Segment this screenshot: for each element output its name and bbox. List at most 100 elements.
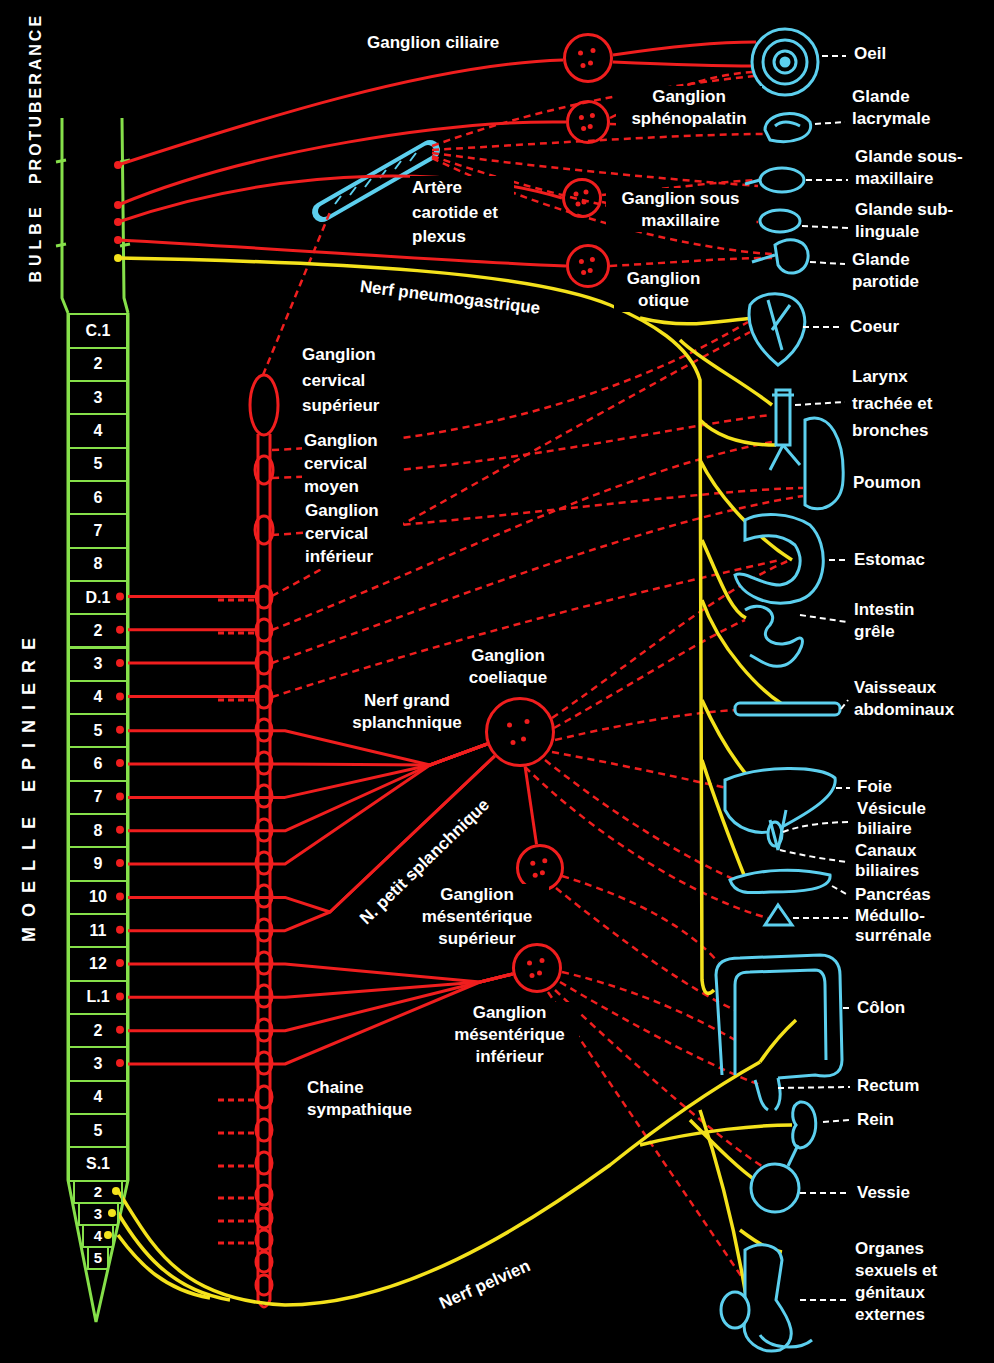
- segment-box: 3: [78, 1202, 119, 1226]
- ganglion-label: Ganglion mésentérique inférieur: [440, 1002, 579, 1068]
- segment-box: 11: [68, 913, 128, 948]
- ganglion-cell: [588, 124, 593, 129]
- segment-box: 12: [68, 946, 128, 981]
- sympathetic-chain-part: [256, 1275, 272, 1295]
- organs-part: [776, 390, 790, 445]
- vagus-nerve-part: [118, 258, 714, 993]
- spinal-cord-outline-part: [62, 118, 128, 1322]
- ganglion-label: Ganglion sphénopalatin: [616, 86, 762, 130]
- sympathetic-chain: [218, 375, 278, 1307]
- sympathetic-chain-part: [256, 1086, 272, 1108]
- postganglionic-fibres-part: [610, 258, 772, 266]
- ganglion-label: Ganglion cervical inférieur: [303, 500, 403, 569]
- postganglionic-fibres: [263, 72, 803, 1345]
- sympathetic-chain-part: [255, 516, 273, 544]
- segment-number: 7: [94, 789, 103, 805]
- ganglion-outline: [514, 945, 561, 992]
- segment-number: L.1: [86, 989, 109, 1005]
- organs-part: [752, 255, 775, 262]
- nerve-connector: [525, 767, 536, 845]
- nerve-connector: [128, 731, 487, 765]
- organs-part: [751, 1164, 799, 1212]
- ganglion-circle: Ganglion coeliaque: [485, 697, 555, 767]
- nerve-origins-part: [116, 859, 124, 867]
- organs-part: [775, 122, 800, 126]
- organs-part: [781, 58, 789, 66]
- sympathetic-chain-part: [256, 1208, 272, 1228]
- nerve-origins-part: [114, 236, 122, 244]
- organs-part: [760, 1335, 812, 1347]
- nerve-connector: [128, 744, 487, 765]
- leader-lines-part: [778, 56, 850, 1300]
- nerve-origins-part: [108, 1209, 116, 1217]
- postganglionic-fibres-part: [525, 560, 790, 918]
- ganglion-circle: Ganglion otique: [566, 244, 610, 288]
- segment-number: 3: [94, 1056, 103, 1072]
- segment-box: 4: [68, 413, 128, 448]
- postganglionic-fibres-part: [556, 876, 735, 1010]
- ganglion-cell: [588, 268, 593, 273]
- segment-box: 4: [82, 1224, 114, 1248]
- sympathetic-chain-part: [256, 1252, 272, 1272]
- ganglion-cell: [540, 870, 545, 875]
- segment-box: 3: [68, 647, 128, 682]
- ganglion-label: Ganglion mésentérique supérieur: [405, 884, 549, 950]
- pelvic-nerve-part: [118, 1213, 230, 1300]
- vessel-label: Artère carotide et plexus: [410, 176, 514, 250]
- organ-label: Vaisseaux abdominaux: [852, 677, 981, 721]
- nerve-connector: [128, 744, 487, 831]
- ganglion-label: Ganglion otique: [614, 268, 713, 312]
- segment-number: 5: [94, 456, 103, 472]
- nerve-origins-part: [114, 218, 122, 226]
- organs-part: [744, 1245, 791, 1351]
- ganglion-circle: Ganglion mésentérique inférieur: [512, 943, 562, 993]
- ganglion-cell: [527, 961, 532, 966]
- nerve-origins-part: [112, 1187, 120, 1195]
- segment-number: 4: [94, 423, 103, 439]
- ganglion-cell: [582, 200, 587, 205]
- organs-part: [775, 240, 808, 273]
- segment-number: 4: [94, 1228, 102, 1243]
- ganglion-outline: [564, 180, 601, 217]
- ganglion-cell: [581, 63, 586, 68]
- region-label: PROTUBERANCE: [26, 11, 47, 189]
- ganglion-cell: [542, 858, 547, 863]
- sympathetic-chain-part: [256, 652, 272, 674]
- organ-label: Glande sous-maxillaire: [853, 146, 987, 190]
- organ-label: Pancréas: [853, 884, 933, 906]
- organs-part: [755, 1078, 780, 1110]
- segment-number: 8: [94, 556, 103, 572]
- nerve-origins-part: [114, 254, 122, 262]
- organ-label: Rein: [855, 1109, 896, 1131]
- segment-box: L.1: [68, 980, 128, 1015]
- segment-number: 6: [94, 490, 103, 506]
- organs-part: [770, 810, 786, 850]
- segment-box: 5: [68, 1113, 128, 1148]
- sympathetic-chain-part: [256, 1230, 272, 1250]
- segment-box: 2: [68, 613, 128, 648]
- segment-number: 5: [94, 1123, 103, 1139]
- segment-box: 10: [68, 880, 128, 915]
- organ-label: Canaux biliaires: [853, 841, 952, 882]
- ganglion-cell: [525, 719, 530, 724]
- nerve-origins-part: [116, 959, 124, 967]
- segment-number: 11: [90, 923, 107, 939]
- sympathetic-chain-part: [256, 1185, 272, 1205]
- nerve-origins-part: [116, 659, 124, 667]
- organ-label: Coeur: [848, 316, 901, 338]
- segment-box: D.1: [68, 580, 128, 615]
- nerve-origins-part: [114, 201, 122, 209]
- segment-box: 9: [68, 846, 128, 881]
- organs-part: [721, 1292, 749, 1328]
- segment-box: 2: [68, 347, 128, 382]
- segment-number: 4: [94, 689, 103, 705]
- segment-number: 10: [89, 889, 107, 905]
- nerve-connector: [128, 964, 513, 982]
- segment-box: 8: [68, 547, 128, 582]
- region-label: MOELLE EPINIERE: [18, 626, 41, 954]
- segment-box: 3: [68, 1046, 128, 1081]
- organs-part: [765, 114, 811, 142]
- organ-label: Oeil: [852, 43, 888, 65]
- segment-number: C.1: [86, 323, 111, 339]
- segment-number: 3: [94, 390, 103, 406]
